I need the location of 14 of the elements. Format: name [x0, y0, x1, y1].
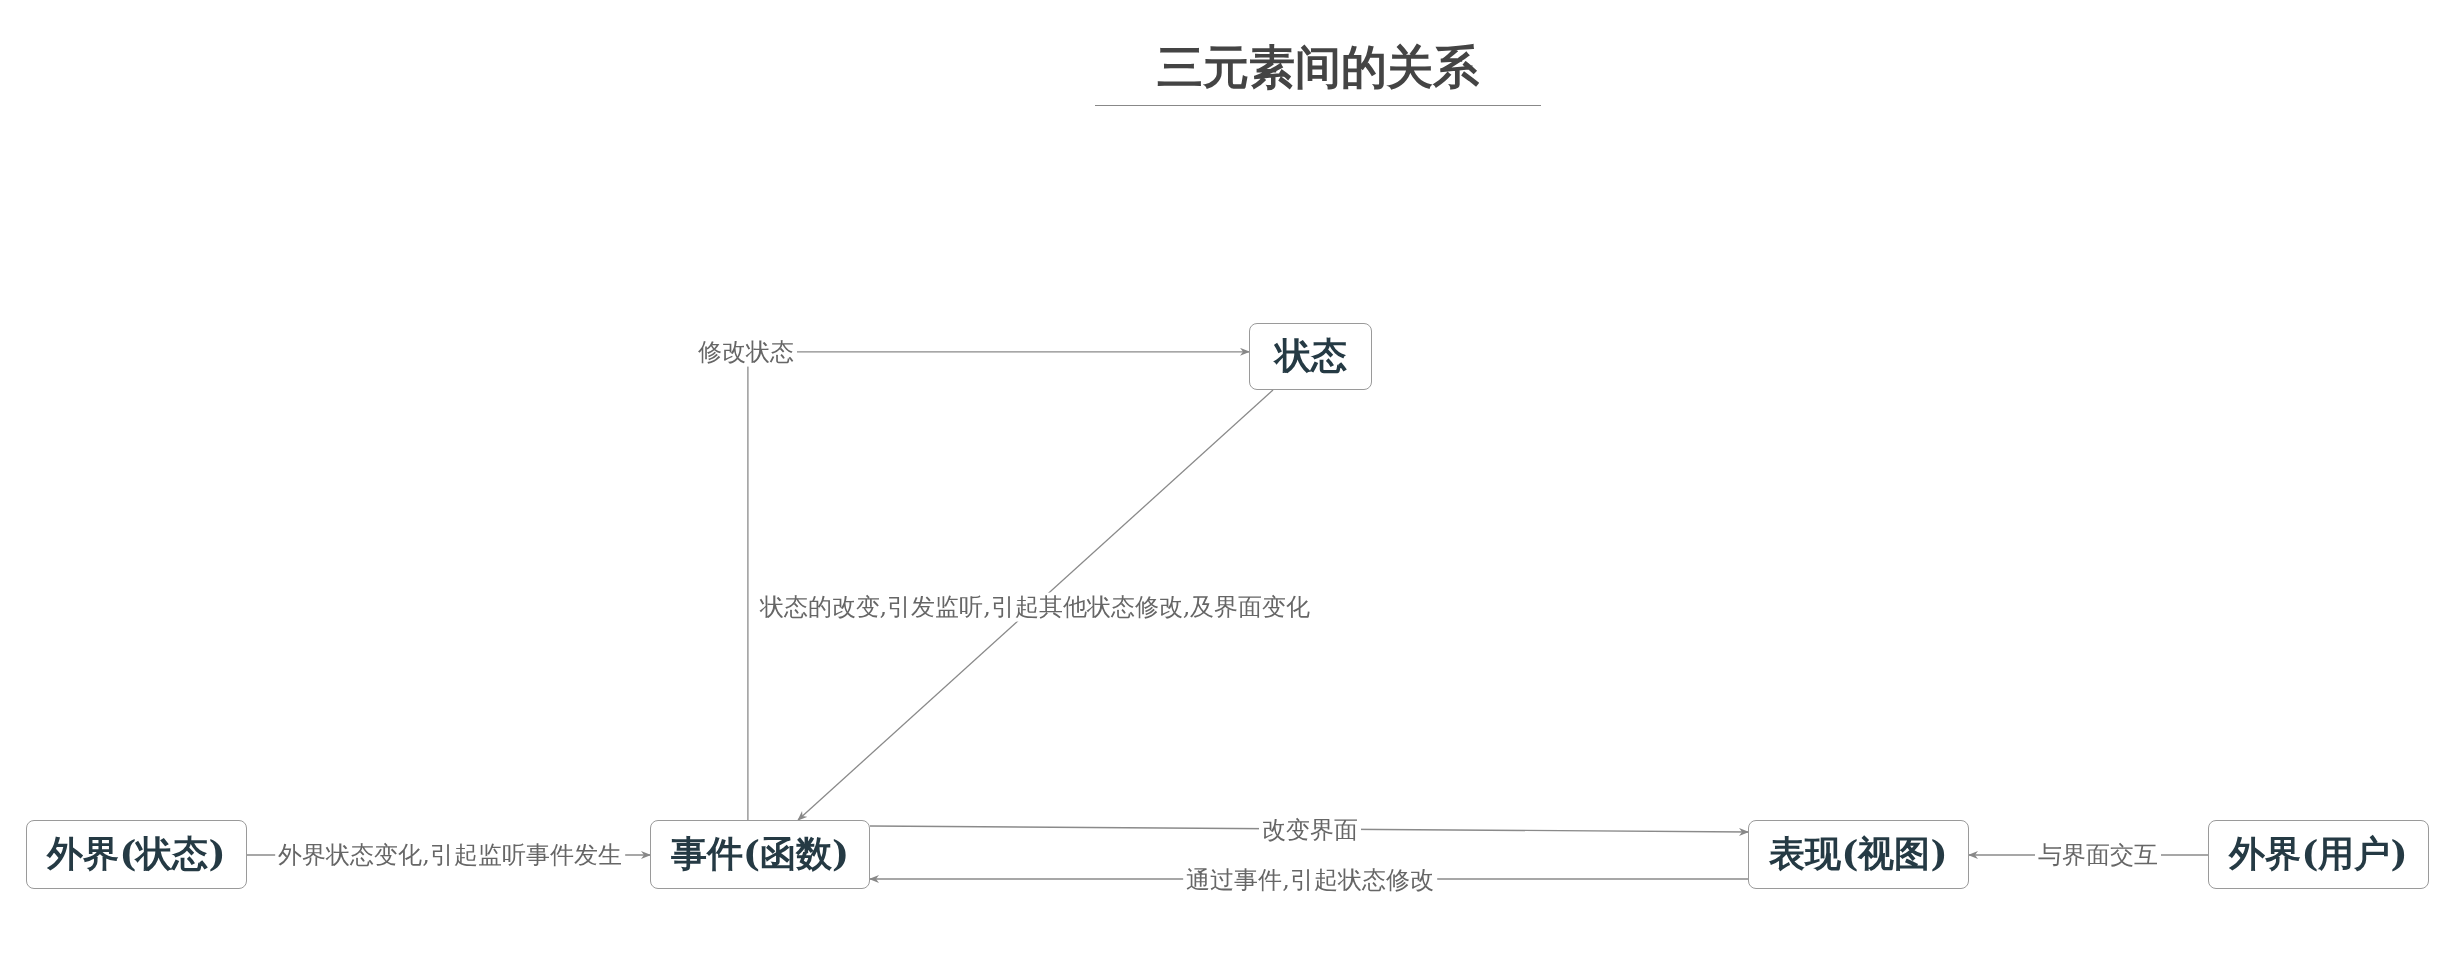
process-box: 外界(状态) — [26, 820, 247, 889]
arrow — [747, 347, 1250, 821]
process-box: 表现(视图) — [1748, 820, 1969, 889]
edge-label: 修改状态 — [695, 337, 797, 367]
edge-label: 通过事件,引起状态修改 — [1183, 865, 1437, 895]
arrow — [797, 389, 1274, 821]
arrow — [869, 825, 1749, 836]
title: 三元素间的关系 — [1095, 40, 1541, 107]
process-box: 外界(用户) — [2208, 820, 2429, 889]
edge-label: 改变界面 — [1259, 815, 1361, 845]
process-box: 状态 — [1249, 323, 1372, 390]
process-box: 事件(函数) — [650, 820, 870, 889]
edge-label: 外界状态变化,引起监听事件发生 — [275, 840, 625, 870]
edge-label: 与界面交互 — [2035, 840, 2161, 870]
